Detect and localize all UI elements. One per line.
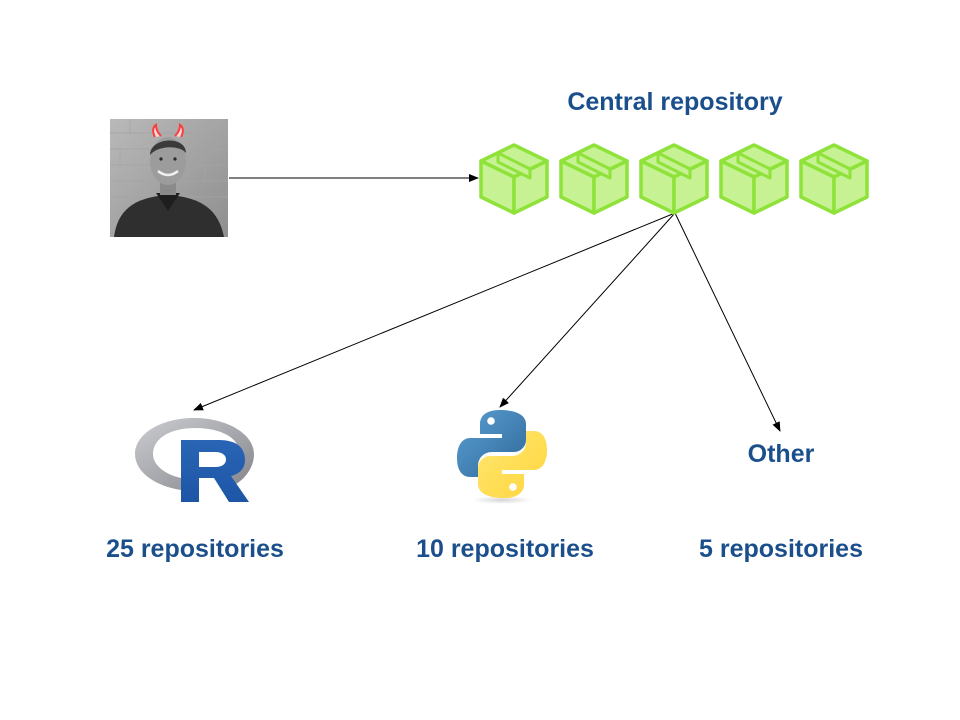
python-repository-count: 10 repositories (416, 535, 594, 563)
package-box-icon (639, 143, 709, 215)
package-box-icon (719, 143, 789, 215)
r-repository-count: 25 repositories (106, 535, 284, 563)
python-logo-icon (457, 410, 547, 504)
central-repository-packages (478, 142, 870, 216)
r-logo-icon (135, 418, 254, 502)
package-box-icon (479, 143, 549, 215)
arrow-central-to-r (193, 212, 676, 411)
arrow-central-to-python (499, 212, 676, 408)
package-box-icon (559, 143, 629, 215)
person-photo-icon (110, 119, 228, 237)
package-box-icon (799, 143, 869, 215)
arrow-central-to-other (674, 212, 781, 432)
other-repository-count: 5 repositories (699, 535, 863, 563)
other-label: Other (747, 440, 815, 468)
central-repository-title: Central repository (567, 88, 783, 116)
